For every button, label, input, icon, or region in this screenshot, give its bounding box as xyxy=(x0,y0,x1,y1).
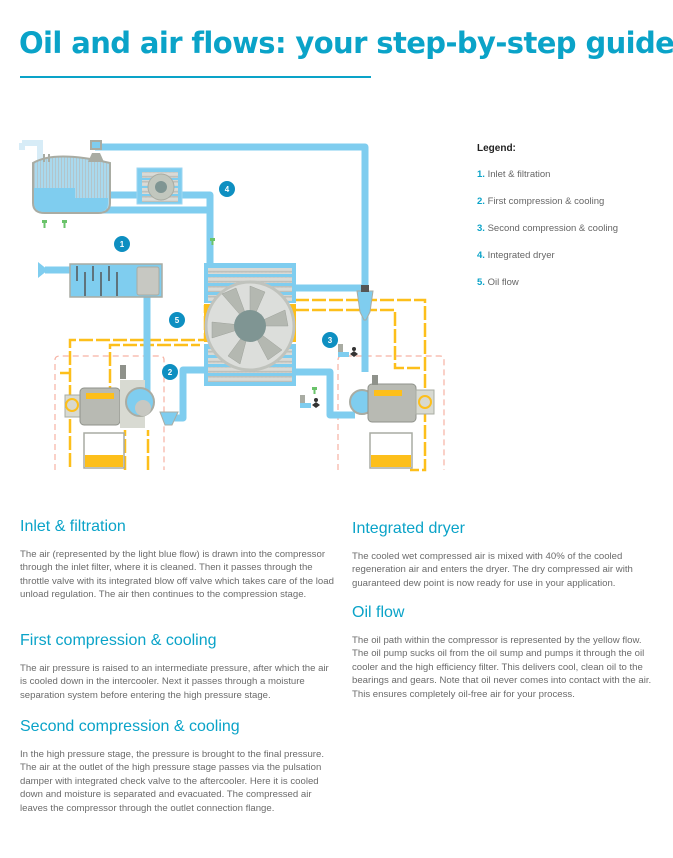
section-body: The oil path within the compressor is re… xyxy=(352,635,652,700)
section-heading: Inlet & filtration xyxy=(20,518,126,535)
legend-title: Legend: xyxy=(477,143,516,154)
pulsation-damper-icon xyxy=(356,285,374,321)
legend-label: Oil flow xyxy=(487,277,519,288)
section-body: The air pressure is raised to an interme… xyxy=(20,663,329,701)
marker-5-label: 5 xyxy=(175,316,180,325)
flow-diagram: 1 2 3 4 5 xyxy=(19,140,445,472)
page-title: Oil and air flows: your step-by-step gui… xyxy=(19,26,673,60)
marker-3: 3 xyxy=(322,332,338,348)
section-heading: First compression & cooling xyxy=(20,632,217,649)
section-inlet-filtration: Inlet & filtration The air (represented … xyxy=(20,518,336,602)
legend-item: 2. First compression & cooling xyxy=(477,196,667,223)
section-first-compression: First compression & cooling The air pres… xyxy=(20,632,336,702)
title-underline xyxy=(20,76,371,78)
legend-label: First compression & cooling xyxy=(487,196,605,207)
check-valve-icon xyxy=(300,344,358,408)
section-oil-flow: Oil flow The oil path within the compres… xyxy=(352,604,657,701)
dryer-tank-icon xyxy=(32,140,317,394)
oil-sump-icon xyxy=(83,432,413,469)
legend-number: 2. xyxy=(477,196,485,207)
legend: Legend: 1. Inlet & filtration 2. First c… xyxy=(477,143,667,304)
legend-number: 1. xyxy=(477,169,485,180)
dryer-rotor-icon xyxy=(136,167,183,205)
marker-4: 4 xyxy=(219,181,235,197)
marker-3-label: 3 xyxy=(328,336,333,345)
section-heading: Second compression & cooling xyxy=(20,718,240,735)
legend-item: 1. Inlet & filtration xyxy=(477,169,667,196)
vent-pipe xyxy=(19,140,43,160)
marker-1: 1 xyxy=(114,236,130,252)
legend-label: Integrated dryer xyxy=(487,250,555,261)
step-markers: 1 2 3 4 5 xyxy=(114,181,338,380)
marker-5: 5 xyxy=(169,312,185,328)
low-pressure-stage-icon xyxy=(64,365,179,428)
stage-enclosure-outlines xyxy=(54,355,445,470)
section-body: The air (represented by the light blue f… xyxy=(20,549,334,601)
inlet-filter-icon xyxy=(38,262,163,298)
legend-number: 3. xyxy=(477,223,485,234)
legend-label: Inlet & filtration xyxy=(487,169,551,180)
high-pressure-stage-icon xyxy=(349,375,435,423)
section-heading: Integrated dryer xyxy=(352,520,465,537)
marker-4-label: 4 xyxy=(225,185,230,194)
legend-item: 5. Oil flow xyxy=(477,277,667,304)
legend-number: 5. xyxy=(477,277,485,288)
legend-number: 4. xyxy=(477,250,485,261)
legend-item: 4. Integrated dryer xyxy=(477,250,667,277)
section-second-compression: Second compression & cooling In the high… xyxy=(20,718,336,815)
section-body: The cooled wet compressed air is mixed w… xyxy=(352,551,633,589)
marker-2-label: 2 xyxy=(168,368,173,377)
legend-label: Second compression & cooling xyxy=(487,223,619,234)
legend-item: 3. Second compression & cooling xyxy=(477,223,667,250)
section-body: In the high pressure stage, the pressure… xyxy=(20,749,324,814)
marker-2: 2 xyxy=(162,364,178,380)
section-integrated-dryer: Integrated dryer The cooled wet compress… xyxy=(352,520,657,590)
section-heading: Oil flow xyxy=(352,604,405,621)
marker-1-label: 1 xyxy=(120,240,125,249)
intercooler-fan-icon xyxy=(204,263,296,386)
